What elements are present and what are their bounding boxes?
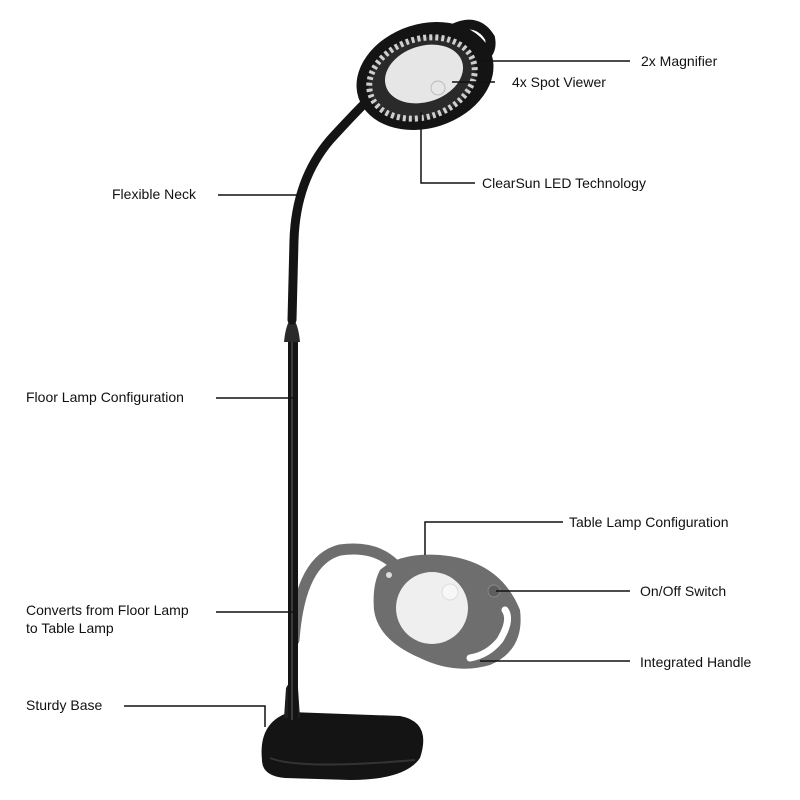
flexible-neck-shape: [287, 95, 373, 325]
integrated-handle-slot: [466, 606, 512, 662]
label-sturdy-base: Sturdy Base: [26, 697, 103, 713]
leader-lines: [124, 60, 630, 727]
label-2x-magnifier: 2x Magnifier: [641, 53, 718, 69]
label-floor-lamp-configuration: Floor Lamp Configuration: [26, 389, 184, 405]
label-integrated-handle: Integrated Handle: [640, 654, 752, 670]
label-4x-spot-viewer: 4x Spot Viewer: [512, 74, 606, 90]
label-table-lamp-configuration: Table Lamp Configuration: [569, 514, 729, 530]
label-converts-line1: Converts from Floor Lamp: [26, 602, 189, 618]
label-converts-line2: to Table Lamp: [26, 620, 114, 636]
table-lamp-neck: [288, 543, 401, 646]
label-on-off-switch: On/Off Switch: [640, 583, 727, 599]
label-clearsun-led: ClearSun LED Technology: [482, 175, 646, 191]
label-flexible-neck: Flexible Neck: [112, 186, 197, 202]
floor-lamp-head: [356, 19, 496, 130]
table-lamp-head: [373, 554, 521, 669]
pole-joint: [284, 318, 300, 342]
sturdy-base-shape: [261, 712, 424, 780]
